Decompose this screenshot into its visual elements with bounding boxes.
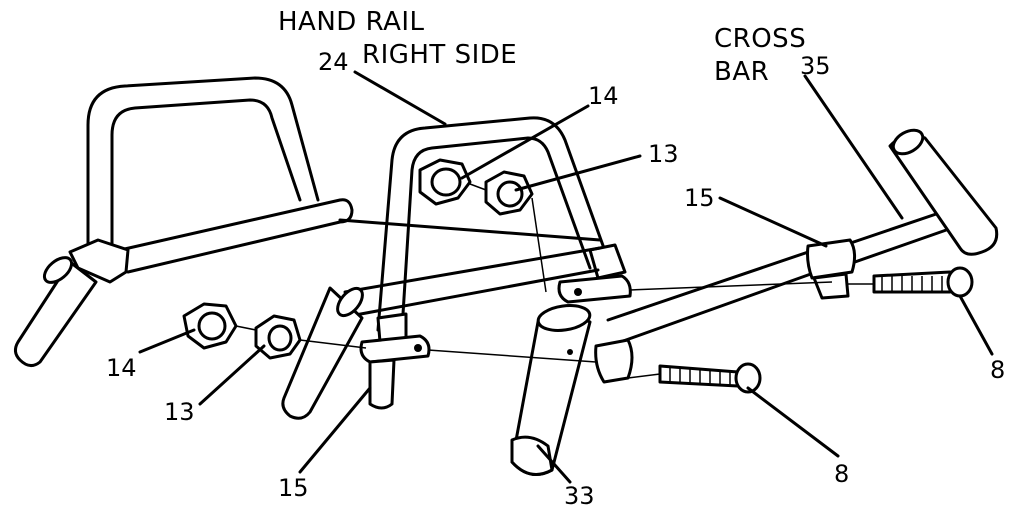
callout-8-right: 8	[990, 356, 1005, 384]
callout-33: 33	[564, 482, 595, 510]
callout-35: 35	[800, 52, 831, 80]
callout-24: 24	[318, 48, 349, 76]
callout-14-left: 14	[106, 354, 137, 382]
callout-13-left: 13	[164, 398, 195, 426]
bar-title: BAR	[714, 57, 769, 87]
callout-8-bottom: 8	[834, 460, 849, 488]
bracket-15-bottom	[359, 334, 431, 410]
left-hand-rail	[13, 76, 354, 367]
long-rod	[338, 218, 602, 242]
tube-33	[510, 304, 592, 476]
leader-lines	[138, 70, 994, 484]
cross-bar	[606, 128, 999, 347]
callout-15-bottom: 15	[278, 474, 309, 502]
nuts-top	[418, 158, 534, 216]
callout-13-top: 13	[648, 140, 679, 168]
right-hand-rail	[376, 116, 627, 344]
right-side-title: RIGHT SIDE	[362, 40, 517, 70]
bolt-8-bottom	[594, 338, 762, 394]
bracket-15-top	[557, 274, 632, 304]
callout-14-top: 14	[588, 82, 619, 110]
bolt-8-right	[872, 266, 974, 298]
hand-rail-title: HAND RAIL	[278, 7, 425, 37]
cross-title: CROSS	[714, 24, 806, 54]
lower-rail	[281, 246, 602, 420]
nuts-left	[182, 302, 302, 360]
callout-15-top: 15	[684, 184, 715, 212]
